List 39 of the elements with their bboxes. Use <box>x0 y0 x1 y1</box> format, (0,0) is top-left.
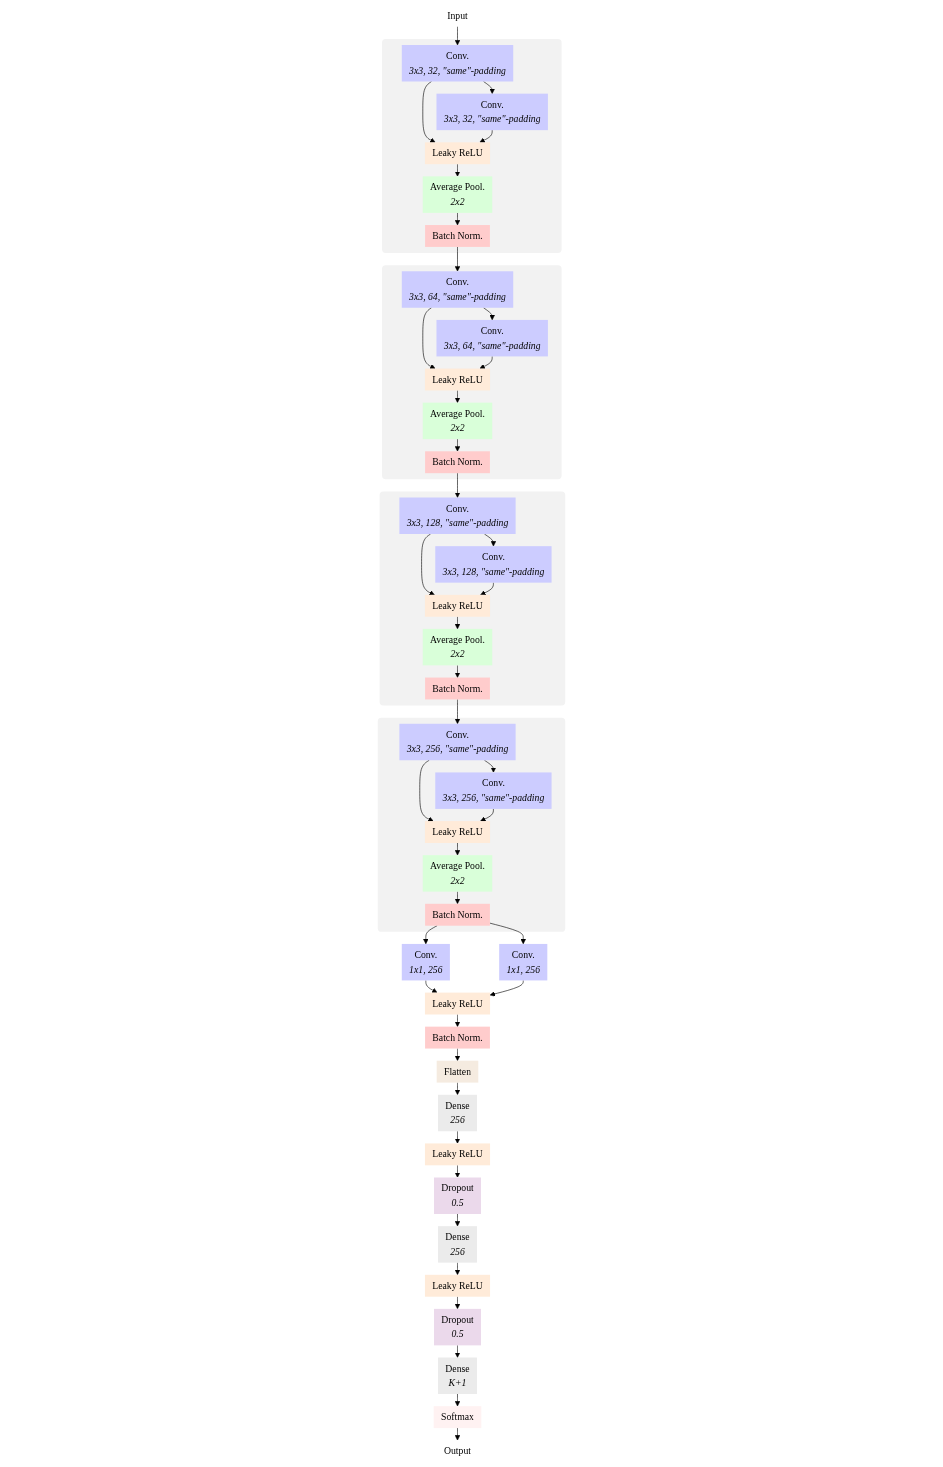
node-box: Softmax <box>433 1406 482 1429</box>
node-box: Leaky ReLU <box>424 1274 491 1297</box>
node-box: Leaky ReLU <box>424 992 491 1015</box>
node-box: Batch Norm. <box>425 903 490 926</box>
node-box: Batch Norm. <box>425 677 490 700</box>
node-text: Input <box>447 10 468 21</box>
node-box: Dense K+1 <box>438 1357 477 1394</box>
node-box: Average Pool. 2x2 <box>422 855 493 892</box>
node-box: Conv. 3x3, 32, "same"-padding <box>401 45 514 82</box>
node-box: Conv. 3x3, 64, "same"-padding <box>401 271 514 308</box>
node-box: Batch Norm. <box>425 1026 490 1049</box>
cluster <box>382 265 562 480</box>
cluster <box>377 717 566 932</box>
cluster <box>379 491 566 706</box>
node-box: Leaky ReLU <box>424 821 491 843</box>
node-box: Dense 256 <box>438 1226 477 1263</box>
node-box: Leaky ReLU <box>424 594 491 617</box>
cluster <box>382 38 562 253</box>
node-box: Average Pool. 2x2 <box>422 402 493 440</box>
node-box: Leaky ReLU <box>424 142 491 165</box>
node-box: Average Pool. 2x2 <box>422 628 493 666</box>
node-box: Flatten <box>436 1060 479 1083</box>
node-box: Batch Norm. <box>425 225 490 247</box>
node-box: Conv. 3x3, 32, "same"-padding <box>436 93 548 131</box>
node-box: Conv. 1x1, 256 <box>401 943 450 981</box>
node-box: Conv. 3x3, 128, "same"-padding <box>435 546 552 583</box>
node-text: Output <box>443 1445 472 1457</box>
node-box: Leaky ReLU <box>424 1143 491 1166</box>
node-box: Conv. 1x1, 256 <box>499 943 548 981</box>
node-box: Leaky ReLU <box>424 368 491 391</box>
node-box: Average Pool. 2x2 <box>422 176 493 213</box>
node-box: Conv. 3x3, 64, "same"-padding <box>436 319 548 357</box>
node-box: Conv. 3x3, 256, "same"-padding <box>399 723 516 761</box>
node-box: Conv. 3x3, 128, "same"-padding <box>399 497 516 534</box>
node-box: Batch Norm. <box>425 451 490 474</box>
node-box: Dense 256 <box>438 1094 477 1132</box>
node-box: Conv. 3x3, 256, "same"-padding <box>435 772 552 809</box>
node-box: Dropout 0.5 <box>434 1177 481 1214</box>
node-box: Dropout 0.5 <box>434 1308 481 1346</box>
